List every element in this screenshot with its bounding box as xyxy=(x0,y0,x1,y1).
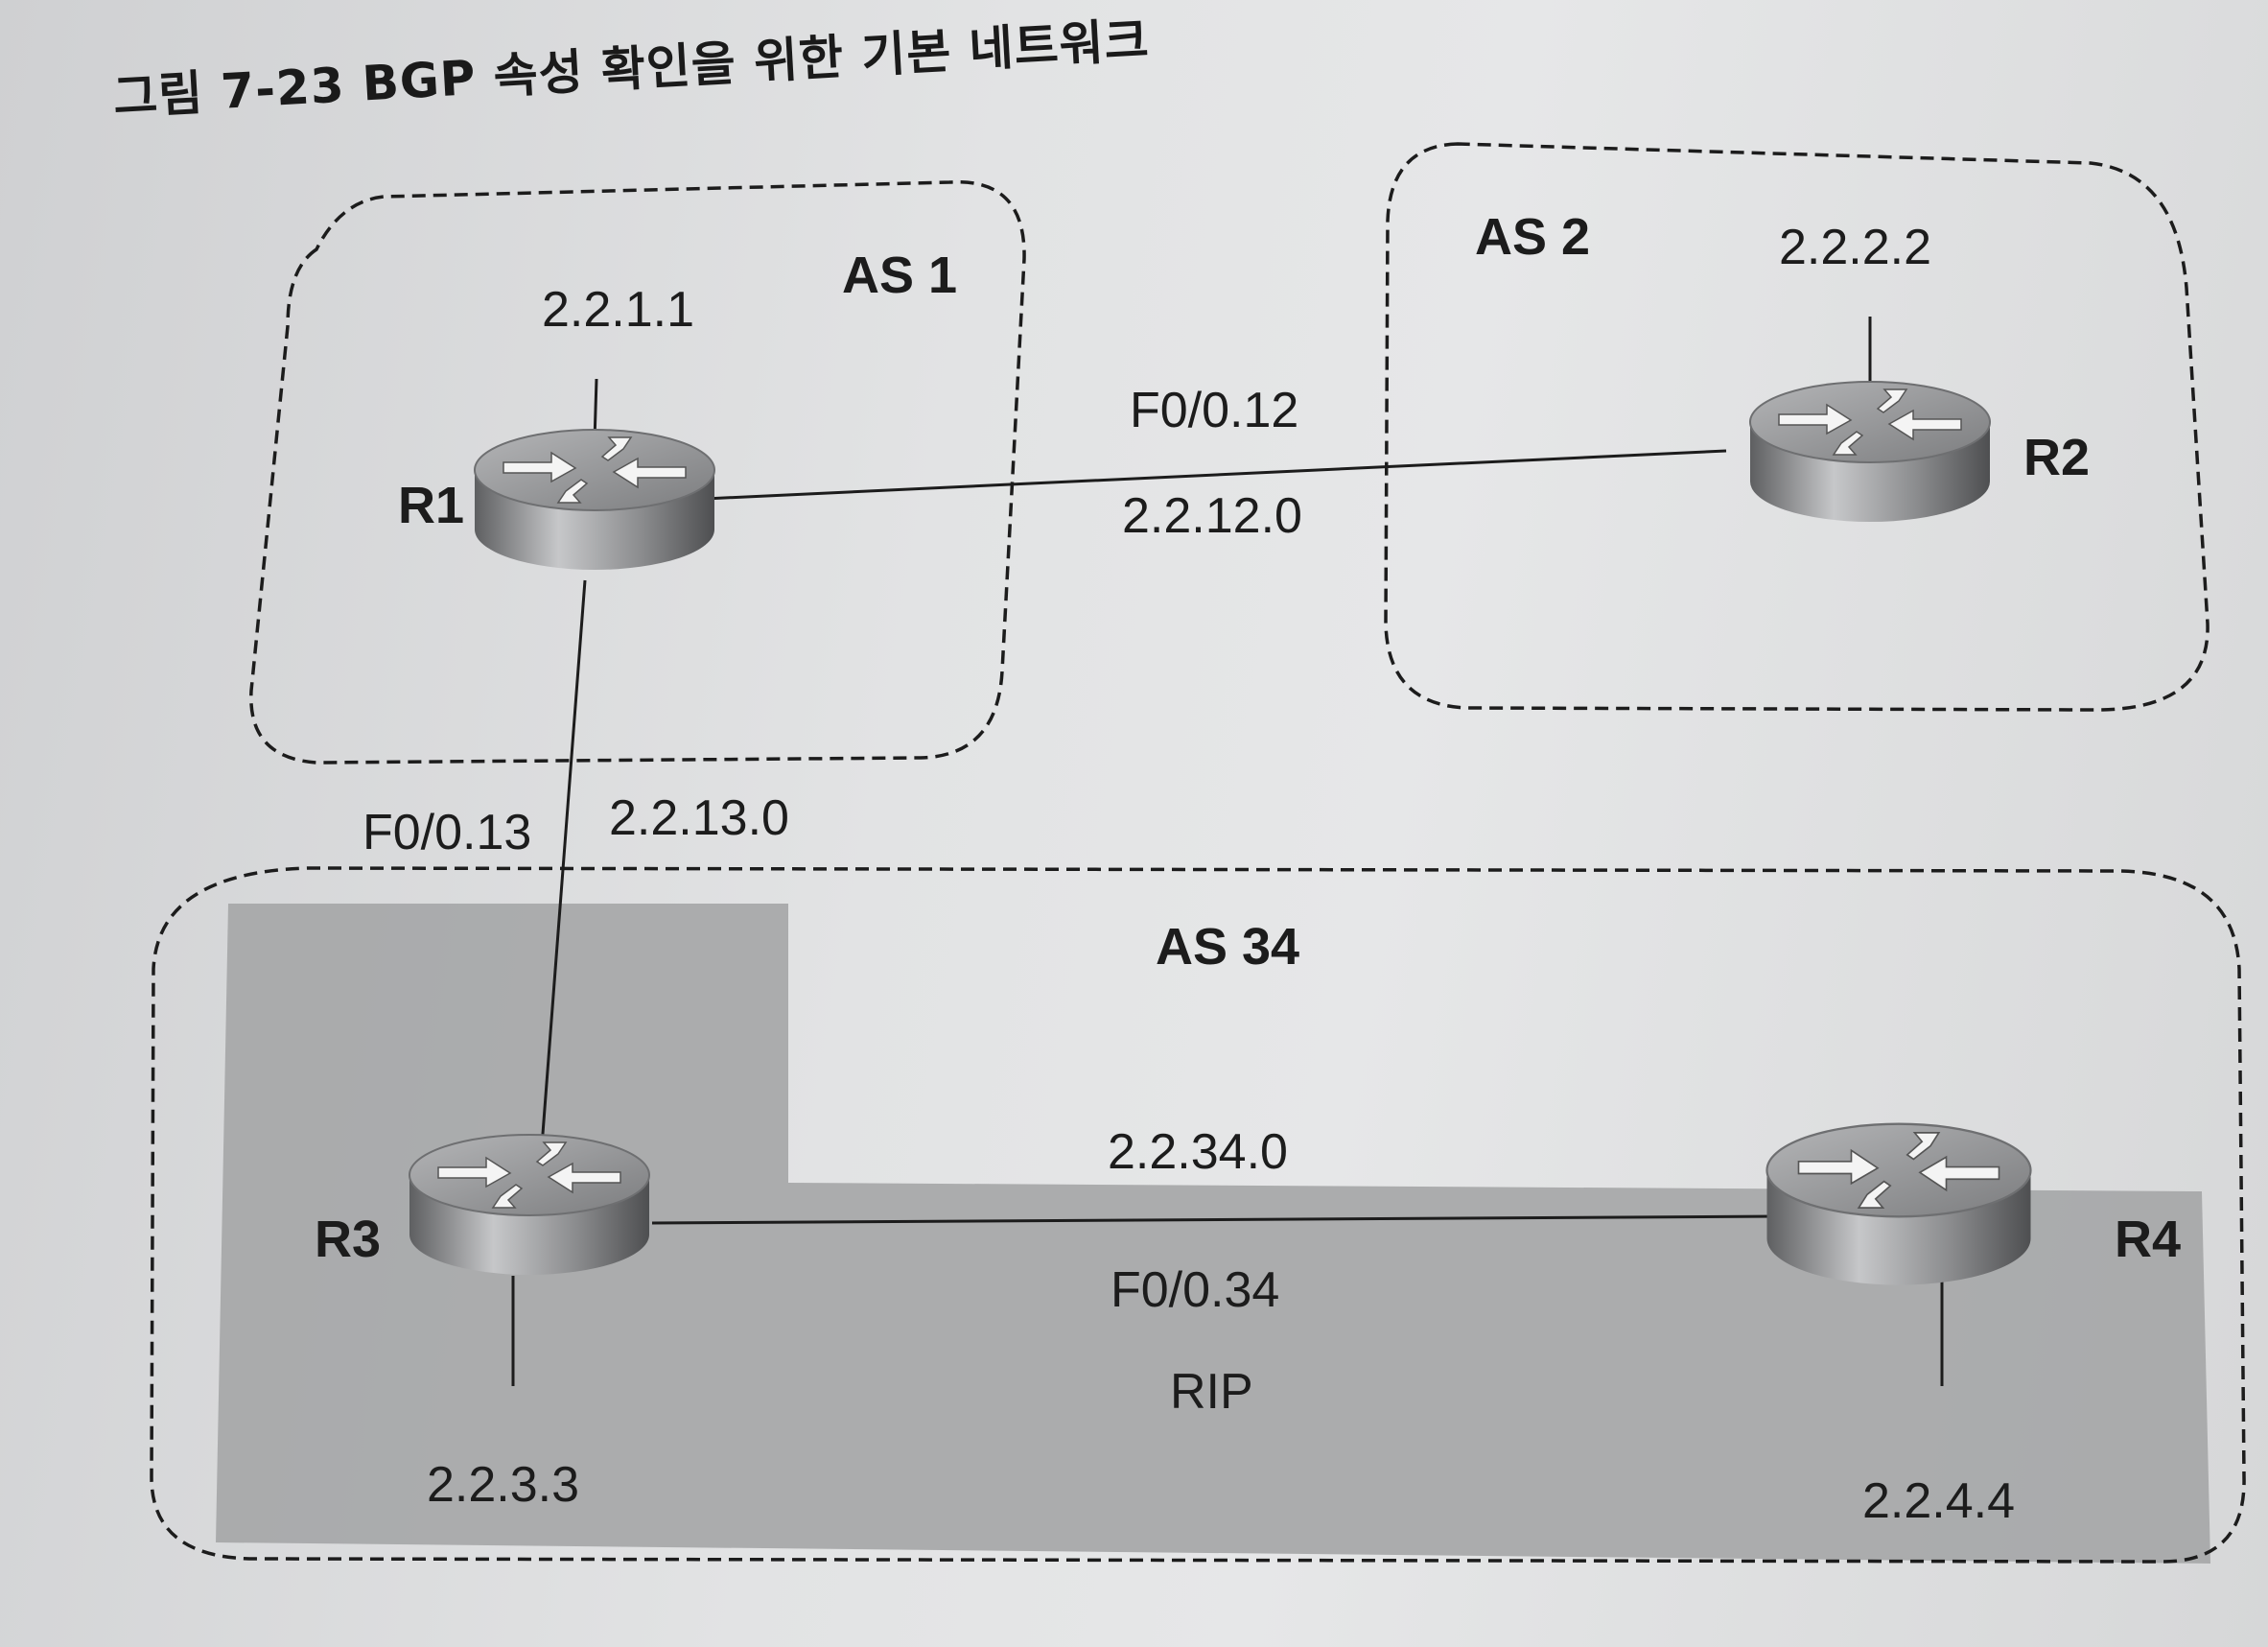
r1-r3-network-label: 2.2.13.0 xyxy=(609,790,789,846)
r4-name: R4 xyxy=(2115,1211,2181,1268)
as1-label: AS 1 xyxy=(842,247,957,304)
r2-loopback-address: 2.2.2.2 xyxy=(1779,220,1931,275)
rip-area-shading xyxy=(216,904,2210,1564)
r1-r2-interface-label: F0/0.12 xyxy=(1130,383,1298,438)
as34-label: AS 34 xyxy=(1156,918,1299,976)
r3-r4-network-label: 2.2.34.0 xyxy=(1108,1124,1288,1180)
as2-label: AS 2 xyxy=(1475,208,1590,266)
link-r1-r3 xyxy=(540,579,587,1147)
as2-boundary xyxy=(1384,142,2210,712)
r2-name: R2 xyxy=(2023,429,2090,486)
r1-loopback-address: 2.2.1.1 xyxy=(542,282,694,338)
r2-router-icon xyxy=(1749,381,1991,523)
r3-name: R3 xyxy=(315,1211,381,1268)
link-r1-r2 xyxy=(704,449,1727,501)
r1-name: R1 xyxy=(398,477,464,534)
r1-r3-interface-label: F0/0.13 xyxy=(362,805,531,860)
r3-loopback-address: 2.2.3.3 xyxy=(427,1457,579,1513)
r1-router-icon xyxy=(474,429,715,571)
r3-r4-interface-label: F0/0.34 xyxy=(1111,1262,1279,1318)
r3-router-icon xyxy=(409,1134,650,1276)
link-r3-r4 xyxy=(651,1214,1780,1225)
r4-loopback-address: 2.2.4.4 xyxy=(1862,1473,2015,1529)
r3-r4-protocol-label: RIP xyxy=(1170,1364,1253,1420)
as34-boundary xyxy=(150,866,2246,1564)
r1-r2-network-label: 2.2.12.0 xyxy=(1122,488,1302,544)
r4-router-icon xyxy=(1765,1122,2032,1286)
as1-boundary xyxy=(249,180,1026,765)
